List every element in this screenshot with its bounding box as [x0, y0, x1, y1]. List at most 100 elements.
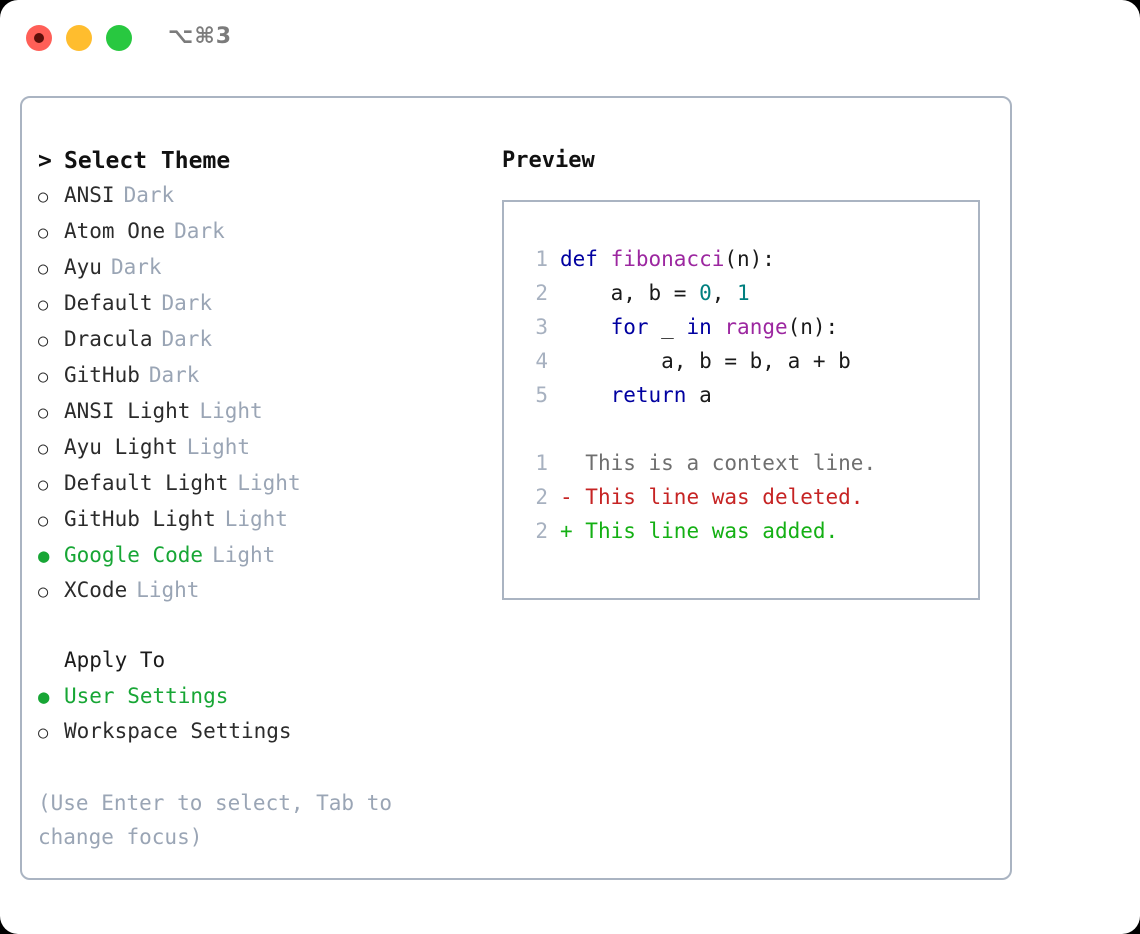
radio-unselected-icon[interactable]: ○ — [38, 475, 49, 495]
apply-to-option-label: User Settings — [64, 684, 229, 708]
code-token: range — [724, 315, 788, 339]
diff-text: This is a context line. — [585, 451, 877, 475]
minimize-button-icon[interactable] — [66, 25, 92, 51]
theme-name: Default — [64, 291, 153, 315]
diff-line: 2 + This line was added. — [518, 514, 876, 548]
theme-name: Ayu Light — [64, 435, 178, 459]
code-token: , — [711, 281, 738, 305]
keyboard-shortcut-label: ⌥⌘3 — [168, 24, 233, 49]
radio-unselected-icon[interactable]: ○ — [38, 187, 49, 207]
diff-line: 1 This is a context line. — [518, 446, 876, 480]
theme-list-item[interactable]: ○ Default Light Light — [38, 466, 478, 502]
radio-selected-icon[interactable]: ● — [38, 545, 50, 567]
theme-kind-badge: Light — [136, 578, 200, 602]
code-line-number: 4 — [535, 349, 548, 373]
theme-list-item[interactable]: ○ Ayu Dark — [38, 250, 478, 286]
radio-unselected-icon[interactable]: ○ — [38, 582, 49, 602]
theme-name: Atom One — [64, 219, 166, 243]
apply-to-header: ○ Apply To — [38, 643, 478, 679]
apply-to-option[interactable]: ○ Workspace Settings — [38, 714, 478, 750]
theme-name: Ayu — [64, 255, 102, 279]
theme-name: Dracula — [64, 327, 153, 351]
theme-kind-badge: Dark — [161, 291, 213, 315]
theme-name: GitHub Light — [64, 507, 216, 531]
traffic-light-buttons — [26, 25, 132, 51]
theme-kind-badge: Light — [237, 471, 301, 495]
radio-unselected-icon[interactable]: ○ — [38, 295, 49, 315]
code-token: for — [610, 315, 649, 339]
code-token: fibonacci — [610, 247, 725, 271]
code-line: 3 for _ in range(n): — [518, 310, 876, 344]
theme-list-item[interactable]: ○ Ayu Light Light — [38, 430, 478, 466]
select-theme-header: > Select Theme — [38, 144, 478, 178]
apply-to-option-label: Workspace Settings — [64, 719, 292, 743]
maximize-button-icon[interactable] — [106, 25, 132, 51]
code-token: a, b = b, a + b — [560, 349, 851, 373]
theme-name: Google Code — [64, 543, 204, 567]
theme-list-item[interactable]: ○ ANSI Light Light — [38, 394, 478, 430]
code-token: return — [610, 383, 687, 407]
code-token: (n): — [724, 247, 775, 271]
radio-unselected-icon[interactable]: ○ — [38, 259, 49, 279]
code-blank-line — [518, 412, 876, 446]
theme-kind-badge: Light — [186, 435, 251, 459]
theme-list-item[interactable]: ● Google Code Light — [38, 538, 478, 573]
code-line-number: 2 — [535, 485, 548, 509]
theme-list-item[interactable]: ○ Atom One Dark — [38, 214, 478, 250]
section-spacer — [38, 609, 478, 643]
caret-icon: > — [38, 148, 52, 174]
theme-list-item[interactable]: ○ GitHub Light Light — [38, 502, 478, 538]
radio-unselected-icon[interactable]: ○ — [38, 331, 49, 351]
keyboard-hint: (Use Enter to select, Tab to change focu… — [38, 791, 405, 849]
apply-to-label: Apply To — [64, 648, 166, 672]
theme-kind-badge: Dark — [174, 219, 225, 243]
code-line: 5 return a — [518, 378, 876, 412]
code-token: 0 — [699, 281, 712, 305]
radio-unselected-icon[interactable]: ○ — [38, 223, 49, 243]
code-token: _ — [648, 315, 687, 339]
radio-selected-icon[interactable]: ● — [38, 686, 50, 708]
theme-name: Default Light — [64, 471, 229, 495]
radio-unselected-icon[interactable]: ○ — [38, 723, 49, 743]
apply-to-option[interactable]: ● User Settings — [38, 679, 478, 714]
diff-marker — [560, 446, 585, 480]
radio-unselected-icon[interactable]: ○ — [38, 511, 49, 531]
theme-kind-badge: Dark — [148, 363, 200, 387]
code-token: (n): — [787, 315, 839, 339]
code-line-number: 2 — [535, 519, 548, 543]
radio-unselected-icon[interactable]: ○ — [38, 367, 49, 387]
theme-kind-badge: Light — [199, 399, 263, 423]
diff-marker: + — [560, 519, 586, 543]
code-line: 2 a, b = 0, 1 — [518, 276, 876, 310]
theme-name: XCode — [64, 578, 128, 602]
diff-text: This line was deleted. — [585, 485, 864, 509]
theme-kind-badge: Dark — [110, 255, 162, 279]
theme-name: GitHub — [64, 363, 140, 387]
radio-unselected-icon[interactable]: ○ — [38, 403, 49, 423]
theme-name: ANSI — [64, 183, 115, 207]
code-line-number: 5 — [535, 383, 548, 407]
theme-kind-badge: Light — [224, 507, 288, 531]
theme-list-item[interactable]: ○ XCode Light — [38, 573, 478, 609]
close-button-icon[interactable] — [26, 25, 52, 51]
diff-line: 2- This line was deleted. — [518, 480, 876, 514]
apply-to-list: ● User Settings ○ Workspace Settings — [38, 679, 478, 750]
theme-kind-badge: Light — [212, 543, 276, 567]
diff-text: This line was added. — [585, 519, 839, 543]
code-token: a, b = — [560, 281, 700, 305]
radio-unselected-icon[interactable]: ○ — [38, 439, 49, 459]
code-token: a — [686, 383, 712, 407]
spacer-icon: ○ — [38, 645, 64, 679]
theme-list-item[interactable]: ○ GitHub Dark — [38, 358, 478, 394]
code-line-number: 2 — [535, 281, 548, 305]
code-token — [712, 310, 725, 344]
code-token — [560, 310, 611, 344]
theme-list-item[interactable]: ○ Default Dark — [38, 286, 478, 322]
theme-name: ANSI Light — [64, 399, 191, 423]
